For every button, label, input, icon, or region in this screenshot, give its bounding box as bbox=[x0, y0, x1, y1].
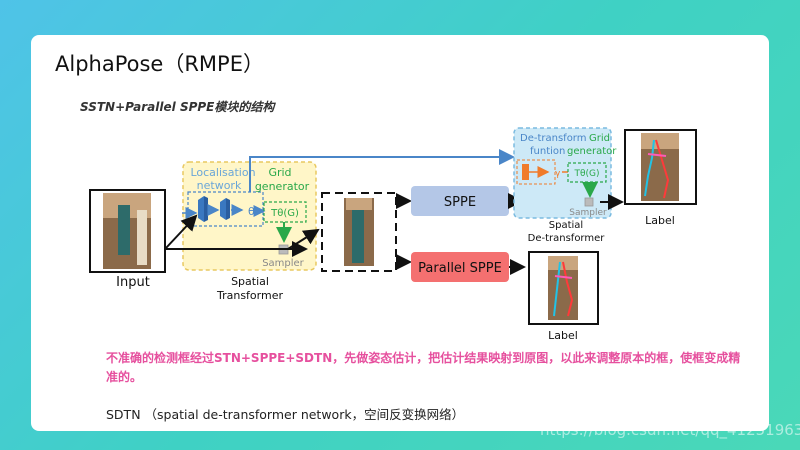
input-label: Input bbox=[116, 275, 150, 290]
sdtn-definition: SDTN （spatial de-transformer network，空间反… bbox=[106, 407, 465, 422]
label-bottom-text: Label bbox=[548, 329, 578, 342]
grid-label: Grid bbox=[268, 166, 291, 179]
sdtn-caption-line2: De-transformer bbox=[528, 233, 606, 244]
pink-note: 不准确的检测框经过STN+SPPE+SDTN，先做姿态估计，把估计结果映射到原图… bbox=[106, 351, 741, 384]
sdtn-sampler-label: Sampler bbox=[569, 208, 607, 218]
stn-caption-line2: Transformer bbox=[216, 289, 283, 302]
slide-subtitle: SSTN+Parallel SPPE模块的结构 bbox=[80, 100, 275, 114]
sdtn-caption-line1: Spatial bbox=[549, 220, 583, 231]
cropped-person-box bbox=[321, 192, 397, 272]
stn-caption-line1: Spatial bbox=[231, 275, 269, 288]
input-image bbox=[89, 189, 166, 273]
label-top-text: Label bbox=[645, 214, 675, 227]
label-image-top bbox=[624, 129, 697, 205]
spatial-transformer-box: Localisation network Grid generator θ Tθ… bbox=[182, 161, 317, 271]
sppe-box: SPPE bbox=[411, 186, 509, 216]
parallel-sppe-label: Parallel SPPE bbox=[418, 261, 502, 276]
gamma-label: γ bbox=[555, 169, 561, 179]
slide-title: AlphaPose（RMPE） bbox=[55, 52, 264, 76]
sppe-label: SPPE bbox=[444, 195, 476, 210]
watermark: https://blog.csdn.net/qq_41251963 bbox=[540, 421, 800, 439]
spatial-detransformer-box: De-transform Grid funtion generator γ Tθ… bbox=[513, 127, 617, 219]
funtion-label: funtion bbox=[530, 146, 565, 157]
detransform-label: De-transform bbox=[520, 133, 586, 144]
stn-sampler-label: Sampler bbox=[262, 258, 304, 269]
localisation-label: Localisation bbox=[190, 166, 255, 179]
sdtn-transform-label: Tθ(G) bbox=[573, 169, 599, 179]
sdtn-grid-label: Grid bbox=[589, 133, 610, 144]
label-image-bottom bbox=[528, 251, 599, 325]
network-label: network bbox=[197, 179, 242, 192]
stn-transform-label: Tθ(G) bbox=[270, 208, 299, 219]
parallel-sppe-box: Parallel SPPE bbox=[411, 252, 509, 282]
generator-label: generator bbox=[255, 180, 310, 193]
theta-label: θ bbox=[248, 205, 255, 218]
sdtn-generator-label: generator bbox=[567, 146, 617, 157]
